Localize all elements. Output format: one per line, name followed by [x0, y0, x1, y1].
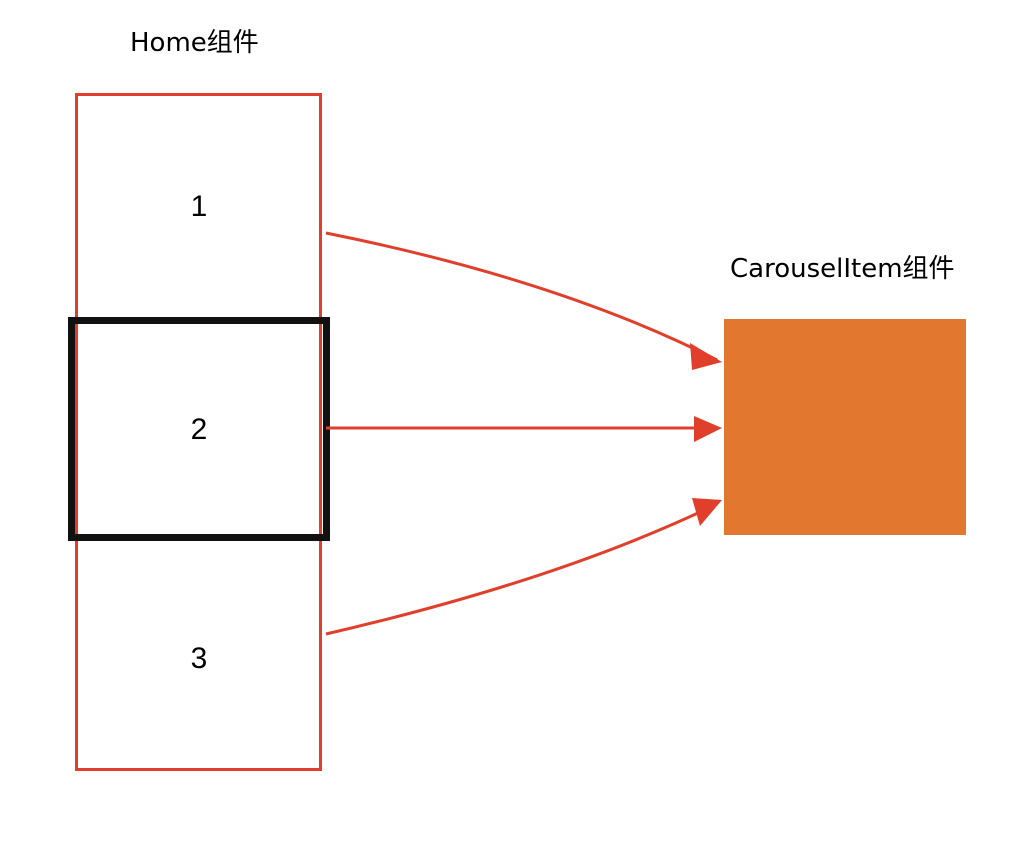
arrowhead-2 — [694, 416, 722, 442]
home-component-box — [75, 93, 322, 771]
carousel-item-component-title: CarouselItem组件 — [730, 254, 955, 284]
current-item-highlight-frame — [68, 317, 330, 541]
home-component-title: Home组件 — [130, 28, 259, 58]
home-item-2-label: 2 — [190, 413, 208, 446]
arrow-item-1-to-carousel — [325, 231, 718, 362]
arrow-item-3-to-carousel — [325, 502, 718, 636]
home-item-1-label: 1 — [190, 190, 208, 223]
carousel-item-block — [724, 319, 966, 535]
home-item-3-label: 3 — [190, 642, 208, 675]
arrowhead-3 — [692, 498, 722, 526]
arrowhead-1 — [690, 343, 722, 370]
